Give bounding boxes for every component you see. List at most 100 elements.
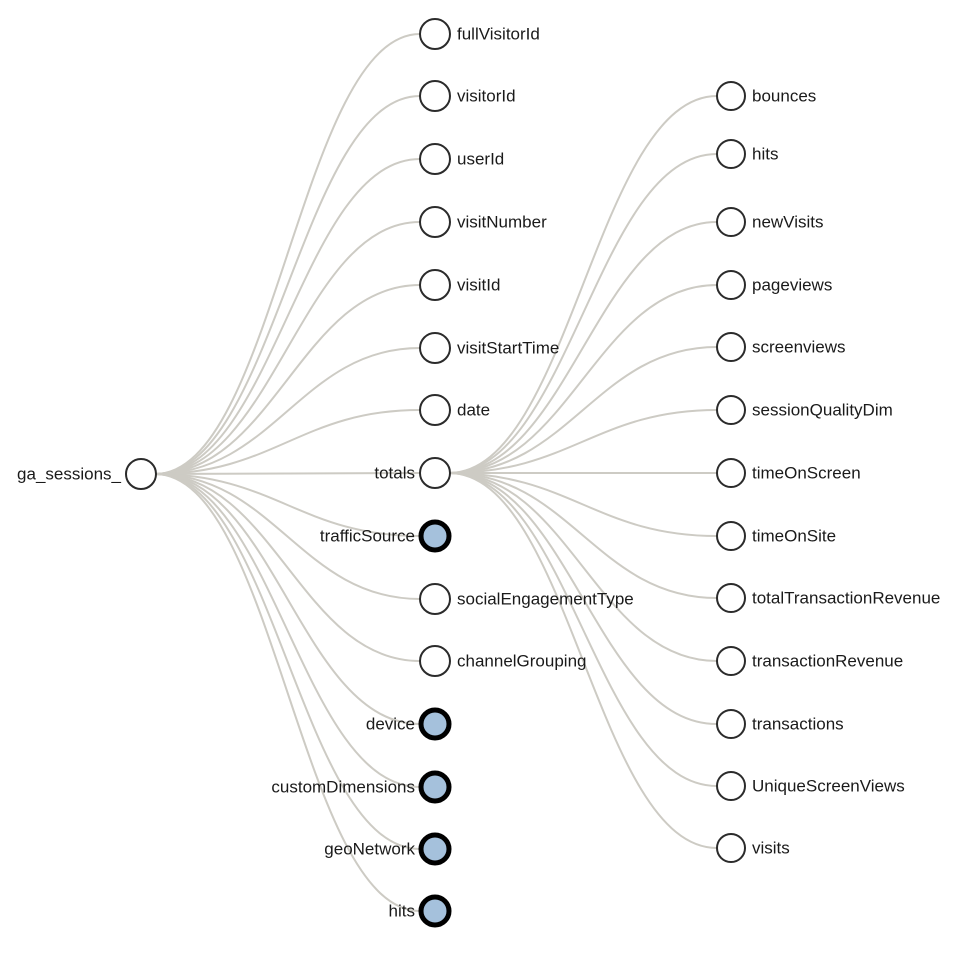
open-node-circle[interactable] xyxy=(419,457,451,489)
open-node-circle[interactable] xyxy=(716,771,746,801)
tree-node-label: totals xyxy=(374,463,415,482)
tree-node-pageviews[interactable]: pageviews xyxy=(716,270,832,300)
collapsed-node-circle[interactable] xyxy=(418,770,452,804)
tree-node-root[interactable]: ga_sessions_ xyxy=(17,458,157,490)
tree-node-geoNetwork[interactable]: geoNetwork xyxy=(324,832,452,866)
tree-node-userId[interactable]: userId xyxy=(419,143,504,175)
collapsed-node-circle[interactable] xyxy=(418,832,452,866)
collapsed-node-circle[interactable] xyxy=(418,894,452,928)
tree-link xyxy=(154,221,421,475)
open-node-circle[interactable] xyxy=(419,332,451,364)
tree-node-label: visitorId xyxy=(457,86,516,105)
tree-link xyxy=(154,472,421,475)
open-node-circle[interactable] xyxy=(716,395,746,425)
nodes-layer: ga_sessions_ fullVisitorId visitorId userId… xyxy=(17,18,940,928)
tree-node-totalTransactionRevenue[interactable]: totalTransactionRevenue xyxy=(716,583,940,613)
tree-link xyxy=(448,472,718,849)
open-node-circle[interactable] xyxy=(419,269,451,301)
open-node-circle[interactable] xyxy=(716,646,746,676)
open-node-circle[interactable] xyxy=(716,521,746,551)
open-node-circle[interactable] xyxy=(419,206,451,238)
collapsed-node-circle[interactable] xyxy=(418,519,452,553)
tree-link xyxy=(448,472,718,787)
tree-node-label: newVisits xyxy=(752,212,824,231)
tree-node-label: bounces xyxy=(752,86,816,105)
tree-link xyxy=(448,95,718,474)
tree-node-label: ga_sessions_ xyxy=(17,464,122,483)
open-node-circle[interactable] xyxy=(716,207,746,237)
open-node-circle[interactable] xyxy=(716,139,746,169)
tree-node-label: channelGrouping xyxy=(457,651,586,670)
tree-node-label: UniqueScreenViews xyxy=(752,776,905,795)
open-node-circle[interactable] xyxy=(716,583,746,613)
tree-node-sessionQualityDim[interactable]: sessionQualityDim xyxy=(716,395,893,425)
tree-node-device[interactable]: device xyxy=(366,707,452,741)
tree-link xyxy=(448,346,718,474)
open-node-circle[interactable] xyxy=(716,709,746,739)
open-node-circle[interactable] xyxy=(716,332,746,362)
open-node-circle[interactable] xyxy=(716,270,746,300)
tree-node-label: geoNetwork xyxy=(324,839,415,858)
open-node-circle[interactable] xyxy=(716,833,746,863)
tree-node-customDimensions[interactable]: customDimensions xyxy=(271,770,452,804)
open-node-circle[interactable] xyxy=(716,458,746,488)
open-node-circle[interactable] xyxy=(419,583,451,615)
tree-node-hits_top[interactable]: hits xyxy=(389,894,452,928)
tree-node-label: timeOnSite xyxy=(752,526,836,545)
tree-link xyxy=(154,473,421,850)
open-node-circle[interactable] xyxy=(419,645,451,677)
tree-node-visitId[interactable]: visitId xyxy=(419,269,500,301)
tree-node-label: hits xyxy=(389,901,415,920)
tree-node-visitNumber[interactable]: visitNumber xyxy=(419,206,547,238)
tree-node-label: pageviews xyxy=(752,275,832,294)
open-node-circle[interactable] xyxy=(716,81,746,111)
tree-node-date[interactable]: date xyxy=(419,394,490,426)
tree-node-trafficSource[interactable]: trafficSource xyxy=(320,519,452,553)
tree-node-hits[interactable]: hits xyxy=(716,139,778,169)
tree-node-label: visitId xyxy=(457,275,500,294)
tree-node-screenviews[interactable]: screenviews xyxy=(716,332,846,362)
tree-link xyxy=(154,284,421,475)
tree-node-label: totalTransactionRevenue xyxy=(752,588,940,607)
tree-link xyxy=(448,472,718,662)
tree-link xyxy=(154,473,421,662)
tree-link xyxy=(448,472,718,537)
open-node-circle[interactable] xyxy=(419,80,451,112)
tree-link xyxy=(448,472,718,725)
tree-link xyxy=(448,153,718,474)
collapsed-node-circle[interactable] xyxy=(418,707,452,741)
tree-link xyxy=(154,95,421,475)
tree-link xyxy=(154,473,421,725)
tree-node-label: hits xyxy=(752,144,778,163)
tree-node-label: device xyxy=(366,714,415,733)
tree-node-label: visitNumber xyxy=(457,212,547,231)
tree-node-visits[interactable]: visits xyxy=(716,833,790,863)
open-node-circle[interactable] xyxy=(419,18,451,50)
tree-link xyxy=(154,409,421,475)
tree-link xyxy=(448,409,718,474)
tree-node-totals[interactable]: totals xyxy=(374,457,451,489)
tree-node-label: screenviews xyxy=(752,337,846,356)
tree-node-timeOnSite[interactable]: timeOnSite xyxy=(716,521,836,551)
tree-link xyxy=(448,221,718,474)
tree-node-channelGrouping[interactable]: channelGrouping xyxy=(419,645,586,677)
tree-node-bounces[interactable]: bounces xyxy=(716,81,816,111)
tree-link xyxy=(154,473,421,600)
tree-node-fullVisitorId[interactable]: fullVisitorId xyxy=(419,18,540,50)
tree-node-transactionRevenue[interactable]: transactionRevenue xyxy=(716,646,903,676)
tree-node-label: visits xyxy=(752,838,790,857)
tree-link xyxy=(154,33,421,475)
tree-node-label: socialEngagementType xyxy=(457,589,634,608)
open-node-circle[interactable] xyxy=(419,394,451,426)
tree-node-visitStartTime[interactable]: visitStartTime xyxy=(419,332,559,364)
tree-node-visitorId[interactable]: visitorId xyxy=(419,80,516,112)
tree-node-timeOnScreen[interactable]: timeOnScreen xyxy=(716,458,861,488)
open-node-circle[interactable] xyxy=(419,143,451,175)
tree-node-socialEngagementType[interactable]: socialEngagementType xyxy=(419,583,634,615)
open-node-circle[interactable] xyxy=(125,458,157,490)
tree-link xyxy=(154,473,421,788)
tree-node-transactions[interactable]: transactions xyxy=(716,709,844,739)
tree-node-newVisits[interactable]: newVisits xyxy=(716,207,824,237)
tree-node-UniqueScreenViews[interactable]: UniqueScreenViews xyxy=(716,771,905,801)
